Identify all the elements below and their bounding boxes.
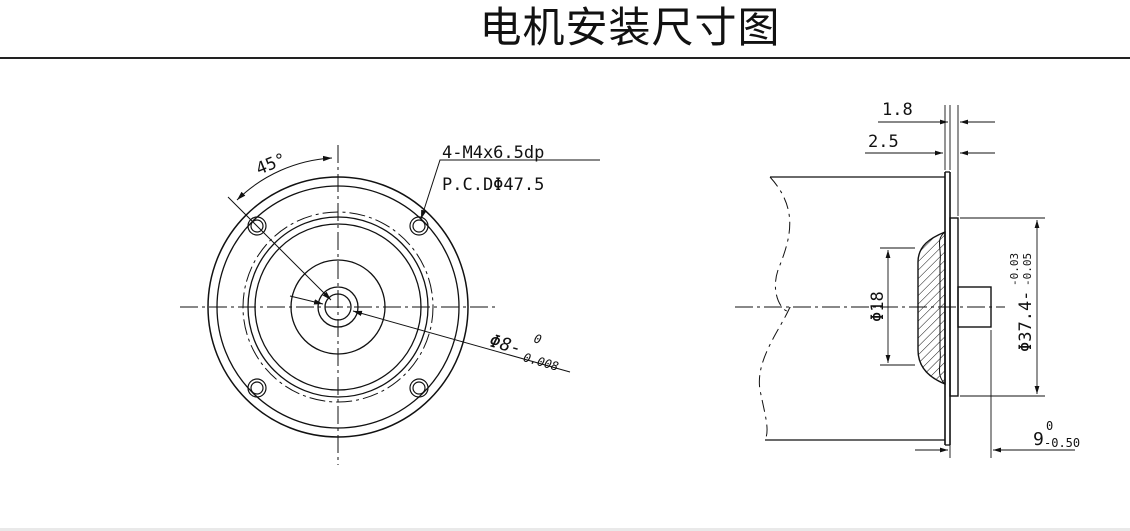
- mounting-hole: [409, 378, 429, 398]
- mounting-hole: [247, 216, 267, 236]
- pilot-tol-upper: -0.03: [1008, 253, 1021, 286]
- hub-diameter-label: Φ18: [868, 291, 888, 322]
- pcd-circle: [242, 211, 434, 403]
- header: 电机安装尺寸图: [0, 0, 1130, 59]
- body-outer-circle: [247, 216, 429, 398]
- shaft-length-label: 9: [1033, 429, 1044, 450]
- side-view: [735, 105, 1075, 458]
- shaft-length-dim: 9 0 -0.50: [1033, 419, 1080, 450]
- mounting-hole: [247, 378, 267, 398]
- mounting-hole: [409, 216, 429, 236]
- shaft-dim-leader-2: [289, 295, 324, 305]
- title-underline: [0, 57, 1130, 59]
- bottom-divider: [0, 528, 1130, 531]
- hole-spec-label: 4-M4x6.5dp: [442, 143, 544, 163]
- hole-spec-leader: [420, 159, 600, 220]
- shaft-tol-lower: 0.008: [522, 350, 561, 373]
- pcd-spec-label: P.C.DΦ47.5: [442, 175, 544, 195]
- flange-outer-circle: [207, 176, 469, 438]
- shaft: [957, 286, 992, 328]
- shaft-inner-circle: [324, 293, 352, 321]
- angle-arc: [236, 155, 333, 201]
- shaft-len-tol-lower: -0.50: [1044, 436, 1080, 450]
- shaft-diameter-label: Φ8-: [487, 330, 524, 359]
- angle-label: 45°: [253, 149, 289, 179]
- shaft-outer-circle: [317, 286, 359, 328]
- front-view: [180, 145, 600, 465]
- page-title: 电机安装尺寸图: [479, 3, 781, 52]
- flange-inner-circle: [216, 185, 460, 429]
- break-line-bottom: [758, 306, 791, 441]
- dim-2-5-label: 2.5: [868, 132, 899, 152]
- pilot-tol-lower: -0.05: [1021, 253, 1034, 286]
- break-line-top: [769, 176, 791, 312]
- shaft-diameter-dim: Φ8- 0 0.008: [487, 330, 561, 373]
- body-inner-circle: [254, 223, 422, 391]
- shaft-tol-upper: 0: [532, 331, 543, 346]
- hub-section: [917, 230, 946, 386]
- shaft-dim-leader: [352, 310, 571, 373]
- hub-circle: [290, 259, 386, 355]
- angle-leader: [227, 196, 332, 301]
- dim-1-8-label: 1.8: [882, 100, 913, 120]
- pilot-diameter-label: Φ37.4-: [1016, 291, 1036, 352]
- shaft-len-tol-upper: 0: [1046, 419, 1053, 433]
- pilot-diameter-dim: Φ37.4- -0.03 -0.05: [1008, 253, 1036, 352]
